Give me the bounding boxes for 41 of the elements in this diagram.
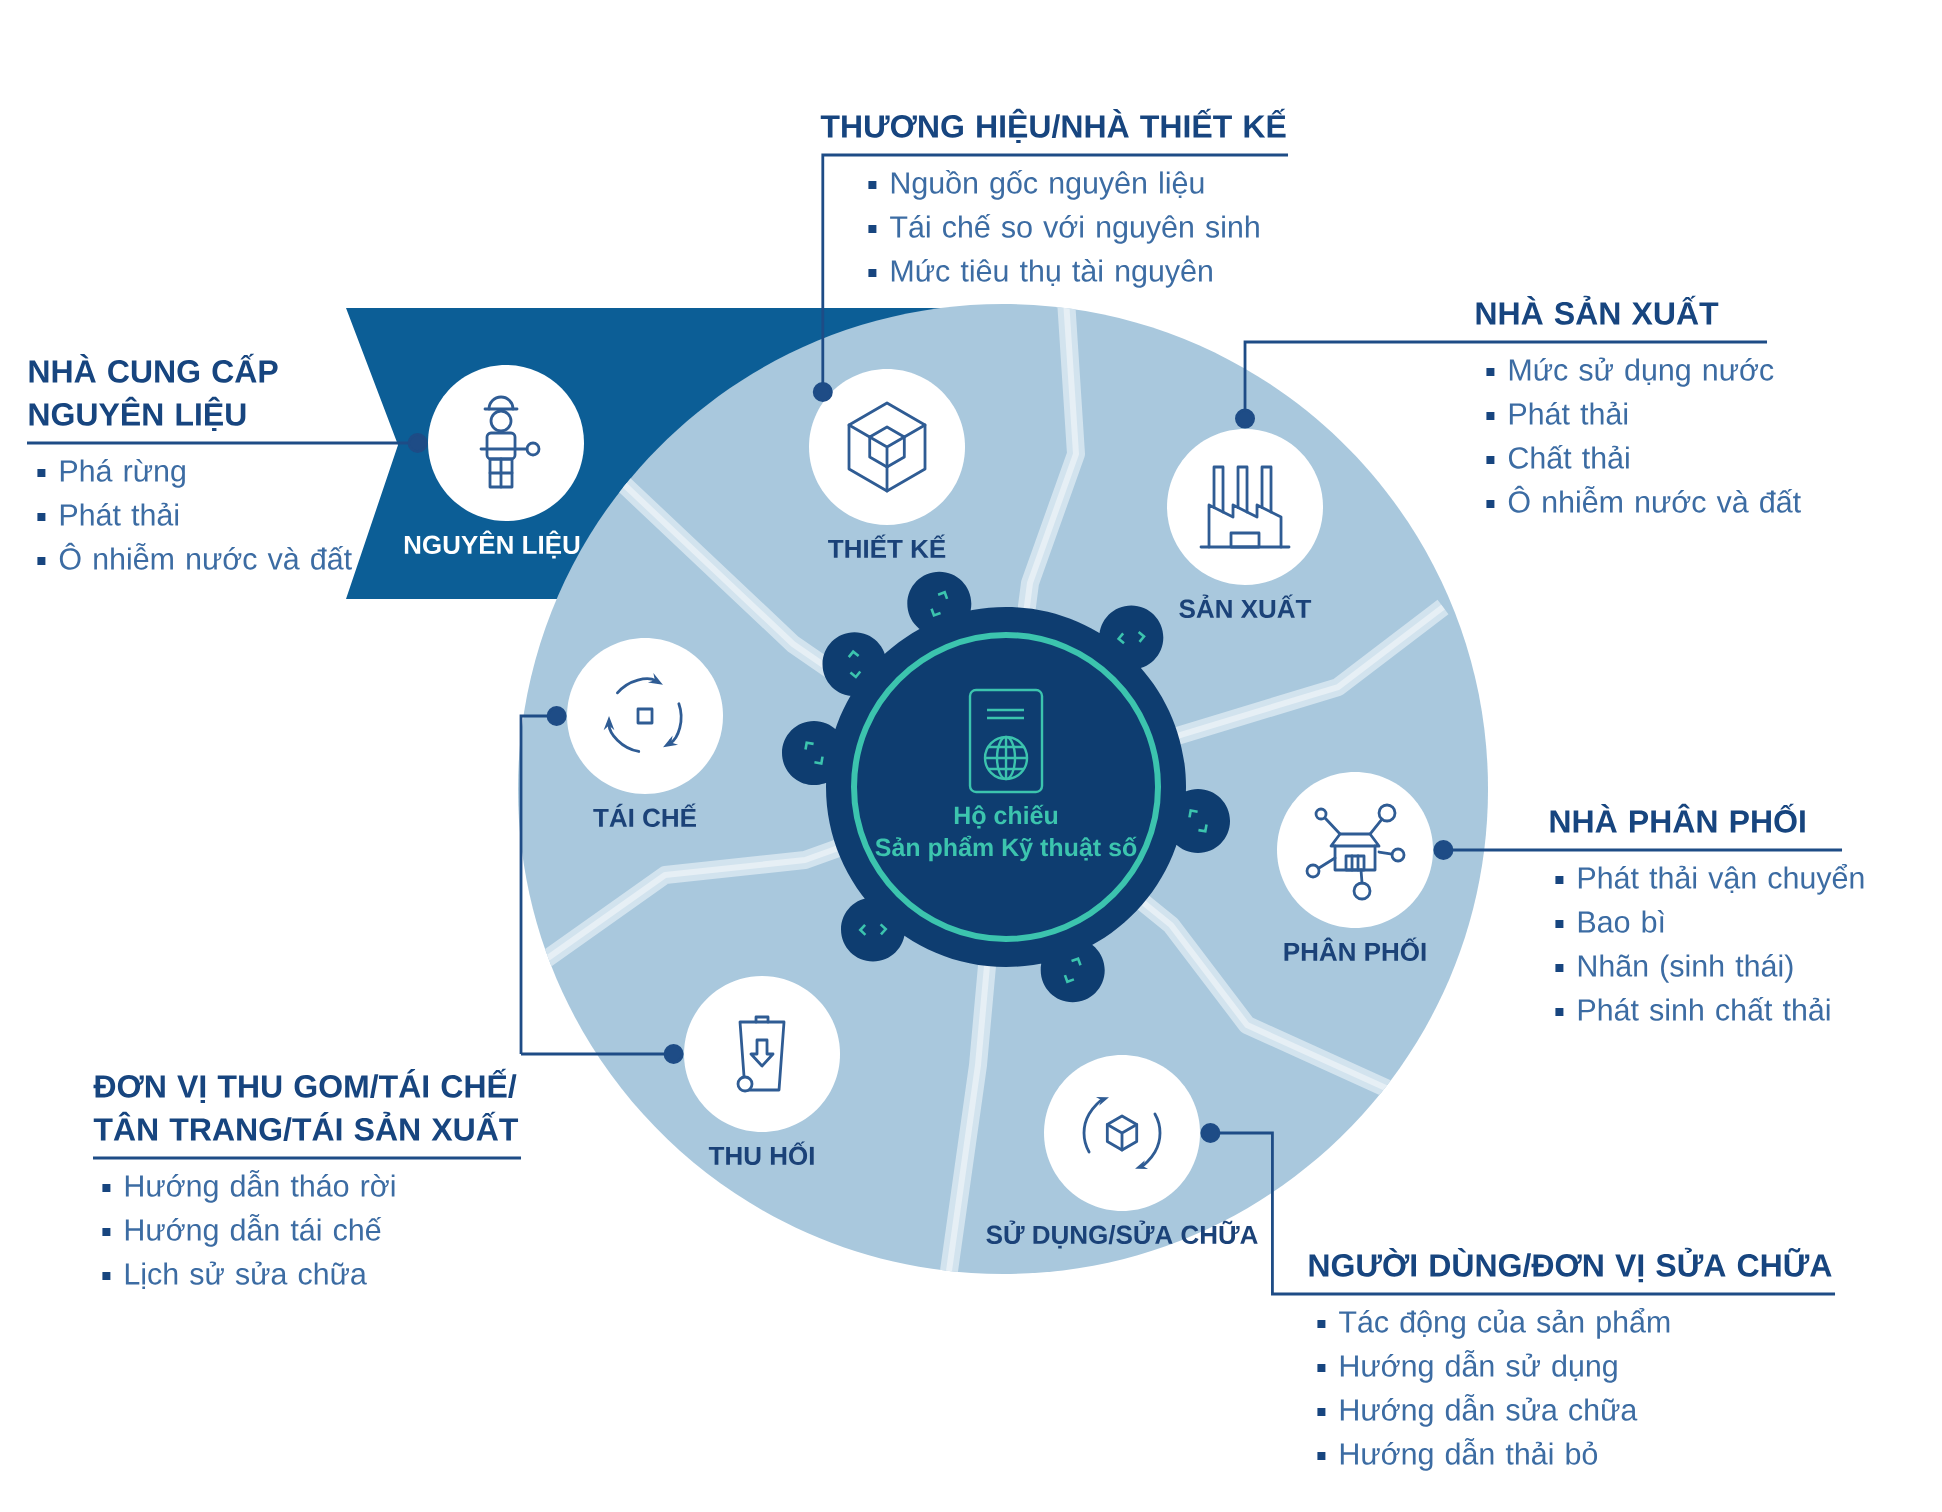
list-item: Mức sử dụng nước [1509,357,1774,387]
heading: THƯƠNG HIỆU/NHÀ THIẾT KẾ [820,108,1286,144]
node-label: PHÂN PHỐI [1284,937,1426,962]
leader-line [27,433,428,453]
heading: NGƯỜI DÙNG/ĐƠN VỊ SỬA CHỮA [1309,1247,1832,1283]
node-label: SỬ DỤNG/SỬA CHỮA [986,1220,1258,1249]
list-item: Nhãn (sinh thái) [1578,954,1793,983]
list-item: Hướng dẫn tái chế [125,1214,382,1247]
list-item: Ô nhiễm nước và đất [59,542,352,570]
heading: NHÀ CUNG CẤP NGUYÊN LIỆU [29,353,278,432]
list-item: Phá rừng [60,459,185,488]
list-item: Hướng dẫn sửa chữa [1340,1394,1638,1427]
list-item: Tái chế so với nguyên sinh [890,214,1259,244]
list-item: Hướng dẫn thải bỏ [1340,1438,1598,1471]
list-item: Mức tiêu thụ tài nguyên [891,259,1212,288]
node-label: THIẾT KẾ [828,534,946,558]
list-item: Nguồn gốc nguyên liệu [891,170,1204,200]
list-item: Tác động của sản phẩm [1339,1307,1670,1339]
leader-line [1433,840,1842,860]
heading: ĐƠN VỊ THU GOM/TÁI CHẾ/ TÂN TRANG/TÁI SẢN XUẤT [93,1068,519,1142]
leader-line [519,706,567,1054]
list-item: Hướng dẫn tháo rời [125,1170,395,1203]
list-item: Phát thải [1509,401,1628,425]
heading: NHÀ SẢN XUẤT [1476,295,1719,325]
leader-line [521,1044,684,1064]
leader-line [812,153,1288,403]
list-item: Phát sinh chất thải [1578,997,1830,1021]
leader-line [1200,1123,1835,1296]
list-item: Hướng dẫn sử dụng [1340,1350,1617,1383]
heading: NHÀ PHÂN PHỐI [1550,803,1805,833]
list-item: Ô nhiễm nước và đất [1508,485,1801,513]
leader-line [1235,340,1767,429]
node-label: TÁI CHẾ [593,803,696,828]
list-item: Bao bì [1578,910,1664,933]
list-item: Chất thải [1508,445,1629,469]
node-label: THU HỐI [708,1141,814,1166]
list-item: Phát thải [60,502,178,526]
list-item: Lịch sử sửa chữa [125,1261,367,1290]
node-label: SẢN XUẤT [1179,594,1312,619]
list-item: Phát thải vận chuyển [1578,863,1864,895]
node-label: NGUYÊN LIỆU [404,530,580,559]
